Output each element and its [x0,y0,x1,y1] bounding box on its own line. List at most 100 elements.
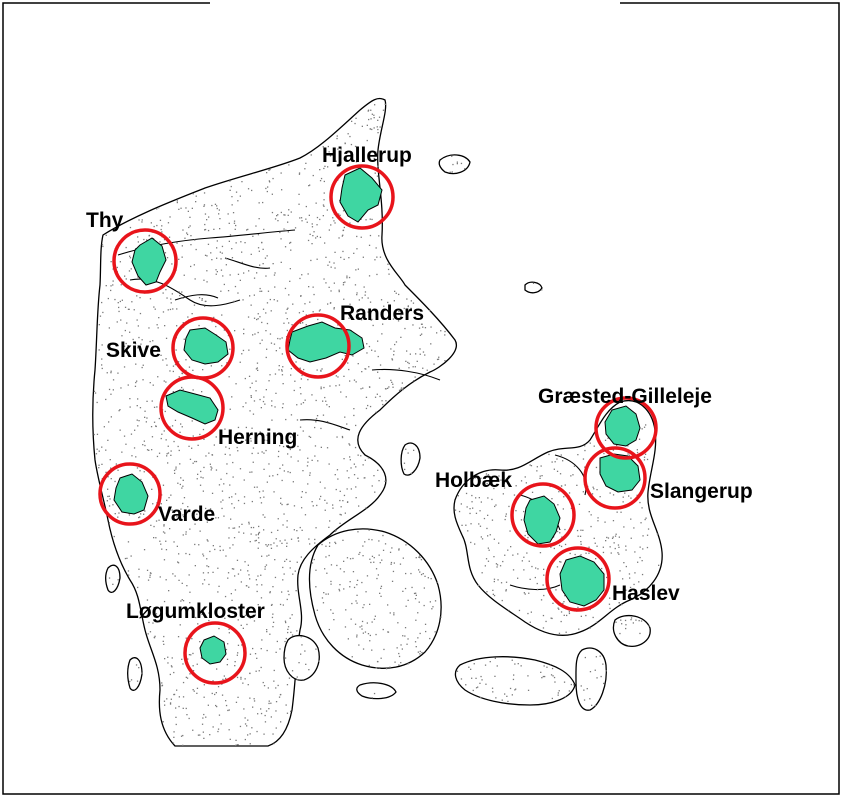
population-dot [465,492,468,495]
population-dot [271,616,274,619]
population-dot [436,332,438,334]
population-dot [368,118,370,121]
population-dot [421,323,423,325]
population-dot [379,256,382,258]
population-dot [242,349,245,352]
population-dot [261,339,263,341]
population-dot [203,466,205,469]
circle-thy [112,228,178,294]
population-dot [235,224,237,227]
population-dot [185,369,187,372]
population-dot [560,620,562,623]
population-dot [247,734,249,736]
population-dot [239,361,241,363]
population-dot [185,533,187,535]
population-dot [215,469,218,471]
population-dot [170,298,172,300]
population-dot [415,353,417,355]
population-dot [286,542,288,544]
population-dot [290,631,292,633]
population-dot [169,703,172,705]
population-dot [300,636,302,638]
population-dot [420,559,423,561]
population-dot [419,632,421,635]
population-dot [236,559,239,561]
area-thy [131,237,167,286]
population-dot [146,417,148,419]
population-dot [350,467,352,469]
population-dot [589,442,591,444]
population-dot [358,553,360,555]
population-dot [249,541,251,543]
population-dot [371,349,373,351]
population-dot [152,503,154,505]
population-dot [138,568,140,570]
population-dot [140,513,142,515]
population-dot [181,245,183,247]
population-dot [251,500,253,503]
population-dot [545,620,547,623]
population-dot [112,268,114,270]
population-dot [227,709,229,712]
population-dot [553,547,555,550]
population-dot [485,473,488,475]
population-dot [402,635,404,637]
population-dot [342,539,344,541]
population-dot [333,619,335,621]
population-dot [301,529,303,531]
population-dot [597,517,599,519]
population-dot [115,463,117,465]
population-dot [470,668,472,670]
population-dot [179,483,181,486]
population-dot [315,417,318,420]
population-dot [245,426,247,429]
population-dot [366,575,369,577]
population-dot [229,454,231,456]
population-dot [292,573,294,575]
population-dot [588,511,590,513]
population-dot [192,193,194,195]
population-dot [277,214,279,216]
population-dot [278,450,280,453]
population-dot [367,311,369,313]
population-dot [326,447,329,449]
population-dot [175,468,177,470]
population-dot [588,552,590,554]
population-dot [591,493,594,495]
population-dot [245,402,247,404]
population-dot [287,626,290,628]
population-dot [287,307,289,309]
population-dot [356,312,358,314]
population-dot [288,593,290,596]
population-dot [603,452,605,455]
population-dot [329,520,331,522]
population-dot [96,448,98,450]
population-dot [242,682,244,684]
population-dot [105,449,107,451]
population-dot [179,624,181,626]
population-dot [273,742,275,745]
population-dot [181,291,183,293]
population-dot [361,628,363,630]
population-dot [269,333,272,335]
population-dot [141,221,143,223]
population-dot [395,341,398,343]
population-dot [325,545,327,547]
population-dot [315,527,317,529]
population-dot [479,682,481,684]
population-dot [137,586,139,589]
population-dot [212,726,214,728]
population-dot [141,219,143,221]
population-dot [578,628,580,630]
population-dot [589,627,591,629]
population-dot [491,687,494,689]
population-dot [255,670,257,672]
population-dot [328,151,330,153]
population-dot [203,684,205,686]
population-dot [570,507,573,509]
population-dot [362,606,364,609]
population-dot [609,546,611,548]
population-dot [320,177,323,180]
population-dot [240,678,242,680]
population-dot [144,444,146,447]
